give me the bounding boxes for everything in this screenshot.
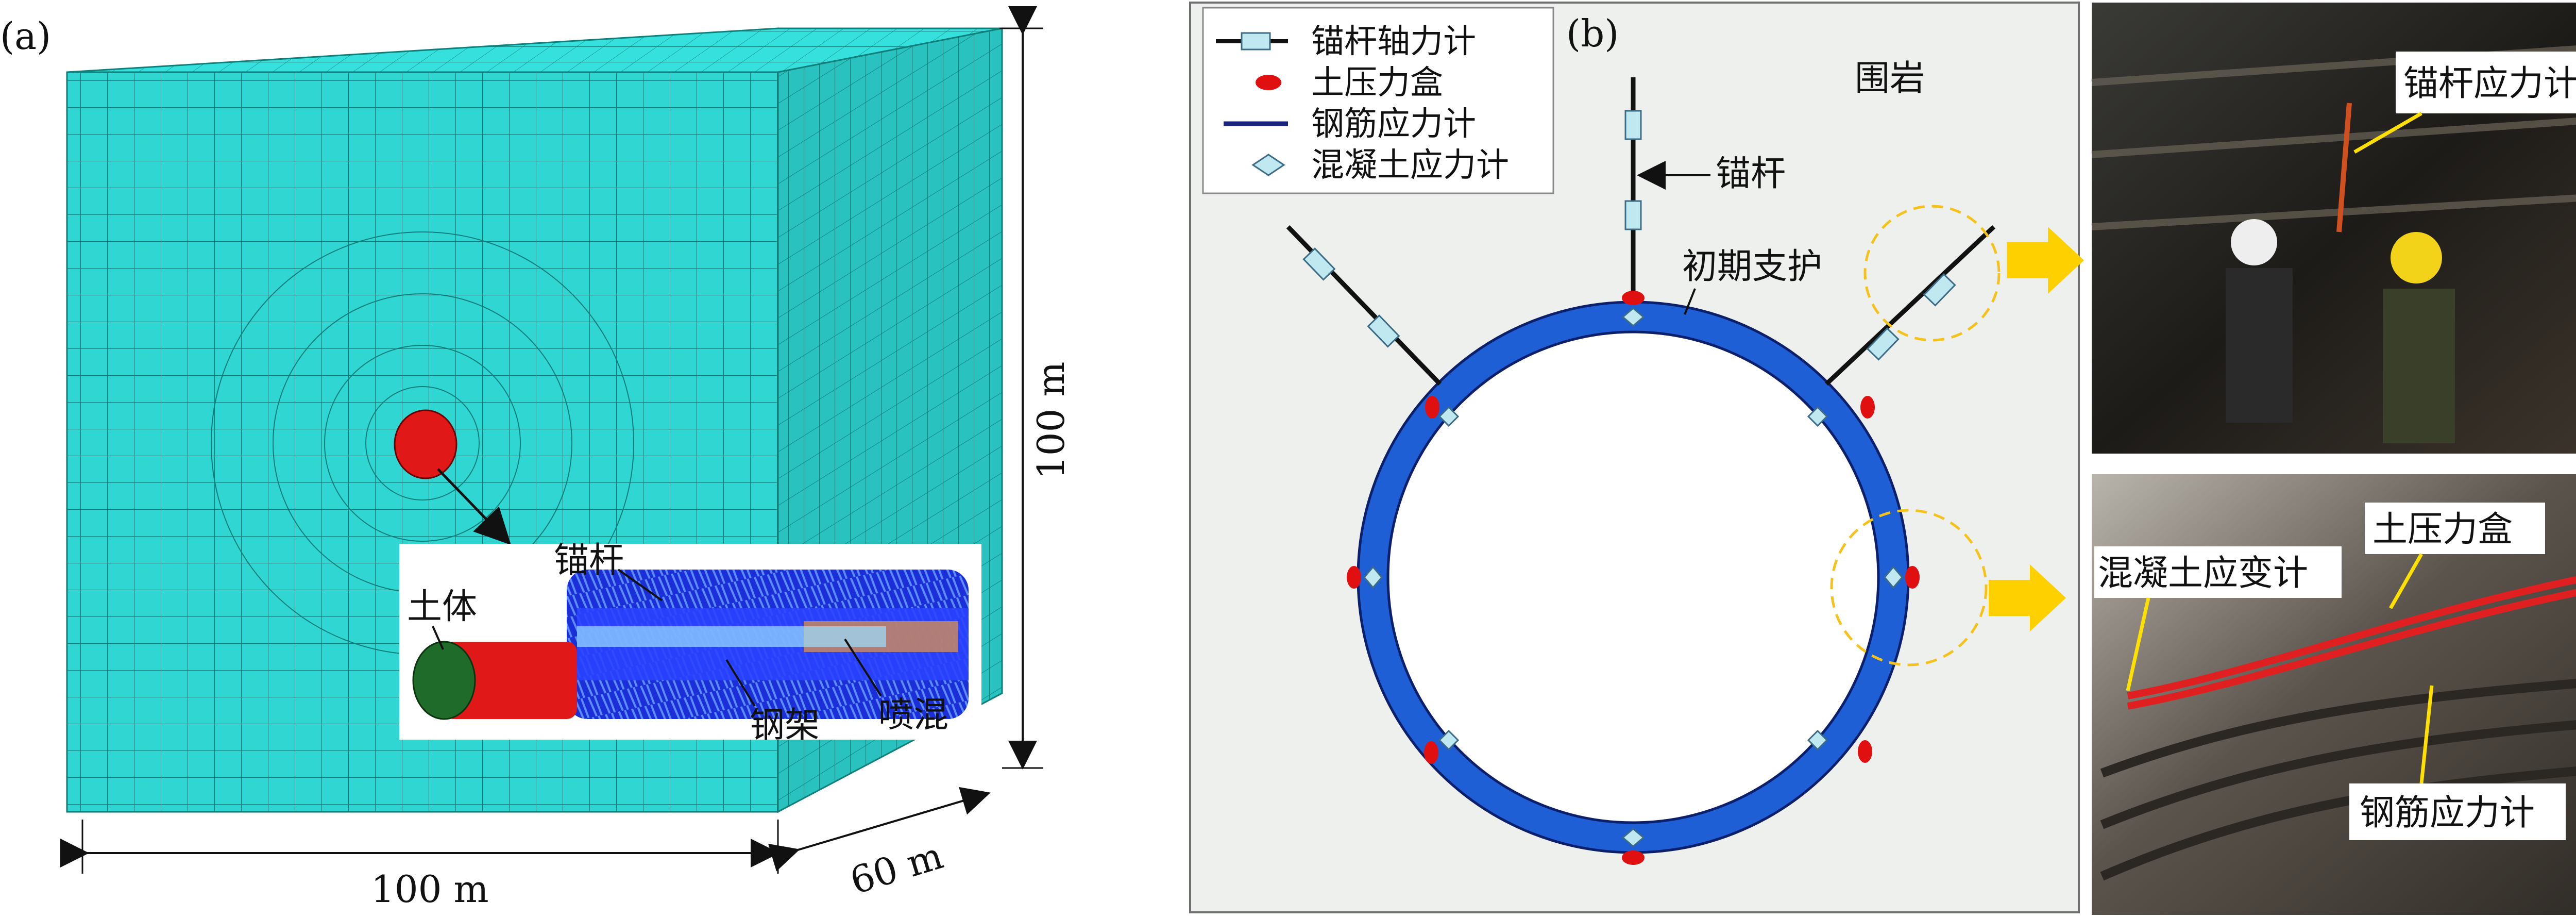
- panel-b: (b) 锚杆轴力计 土压力盒 钢筋应力计 混凝土应力计 围岩: [1189, 2, 2084, 913]
- earth-pressure-cell-icon: [1256, 75, 1281, 90]
- photo-bottom-label-box-earth: [2365, 503, 2545, 554]
- panel-a-tag: (a): [0, 14, 51, 58]
- frame-pointer: [725, 659, 756, 707]
- photo-label-rebar-stress: 钢筋应力计: [2360, 793, 2535, 833]
- shotcrete-pointer: [844, 638, 882, 697]
- arrow-to-bottom-photo: [1989, 564, 2066, 631]
- label-surrounding-rock: 围岩: [1855, 58, 1925, 99]
- inset-label-frame: 钢架: [750, 705, 820, 746]
- highlight-upper-right: [1863, 205, 2001, 342]
- photo-label-earth-pressure: 土压力盒: [2372, 509, 2513, 550]
- arrow-to-top-photo: [2007, 227, 2084, 294]
- tunnel-inset: [399, 544, 981, 740]
- photo-bottom-pointers: [2126, 553, 2434, 784]
- photo-label-concrete-strain: 混凝土应变计: [2098, 553, 2308, 594]
- bolt-axial-gauges: [1302, 110, 1956, 361]
- bolt-axial-gauge-icon: [1216, 32, 1288, 51]
- inset-label-soil: 土体: [407, 587, 477, 627]
- tunnel-opening: [1389, 333, 1877, 821]
- bolt-pointer: [617, 569, 663, 602]
- legend-label-bolt-axial: 锚杆轴力计: [1311, 23, 1476, 61]
- inset-label-bolt: 锚杆: [554, 540, 624, 581]
- photo-top-pointer: [2353, 111, 2422, 154]
- support-label-pointer: [1684, 288, 1696, 315]
- dim-width-label: 100 m: [371, 867, 489, 911]
- photo-top-label: 锚杆应力计: [2403, 63, 2576, 104]
- photo-top-label-box: [2396, 52, 2576, 113]
- legend: 锚杆轴力计 土压力盒 钢筋应力计 混凝土应力计: [1202, 7, 1554, 194]
- legend-label-rebar-stress: 钢筋应力计: [1311, 105, 1476, 143]
- inset-label-shotcrete: 喷混: [878, 695, 948, 736]
- photo-bottom-label-box-rebar: [2349, 783, 2566, 840]
- photo-bottom-label-box-concrete: [2094, 546, 2342, 598]
- tunnel-pointer: [437, 468, 511, 545]
- earth-pressure-cells: [1347, 291, 1920, 865]
- soil-pointer: [432, 626, 444, 650]
- concrete-gauges: [1363, 307, 1903, 847]
- label-bolt: 锚杆: [1716, 154, 1786, 194]
- legend-label-earth-pressure: 土压力盒: [1311, 64, 1443, 102]
- dim-depth-line: [768, 787, 991, 872]
- highlight-right: [1830, 509, 1988, 666]
- concrete-stress-gauge-icon: [1251, 154, 1285, 176]
- legend-label-concrete-stress: 混凝土应力计: [1311, 146, 1509, 185]
- label-initial-support: 初期支护: [1682, 246, 1822, 287]
- tunnel-section: [394, 409, 457, 479]
- dim-depth-label: 60 m: [845, 833, 947, 903]
- photo-bottom: 土压力盒 混凝土应变计 钢筋应力计: [2092, 474, 2576, 915]
- panel-b-tag: (b): [1566, 12, 1619, 55]
- photo-top: 锚杆应力计: [2091, 3, 2576, 454]
- panel-a: (a) 锚杆 土体 钢架 喷混: [0, 6, 1073, 911]
- dim-height-label: 100 m: [1029, 361, 1073, 479]
